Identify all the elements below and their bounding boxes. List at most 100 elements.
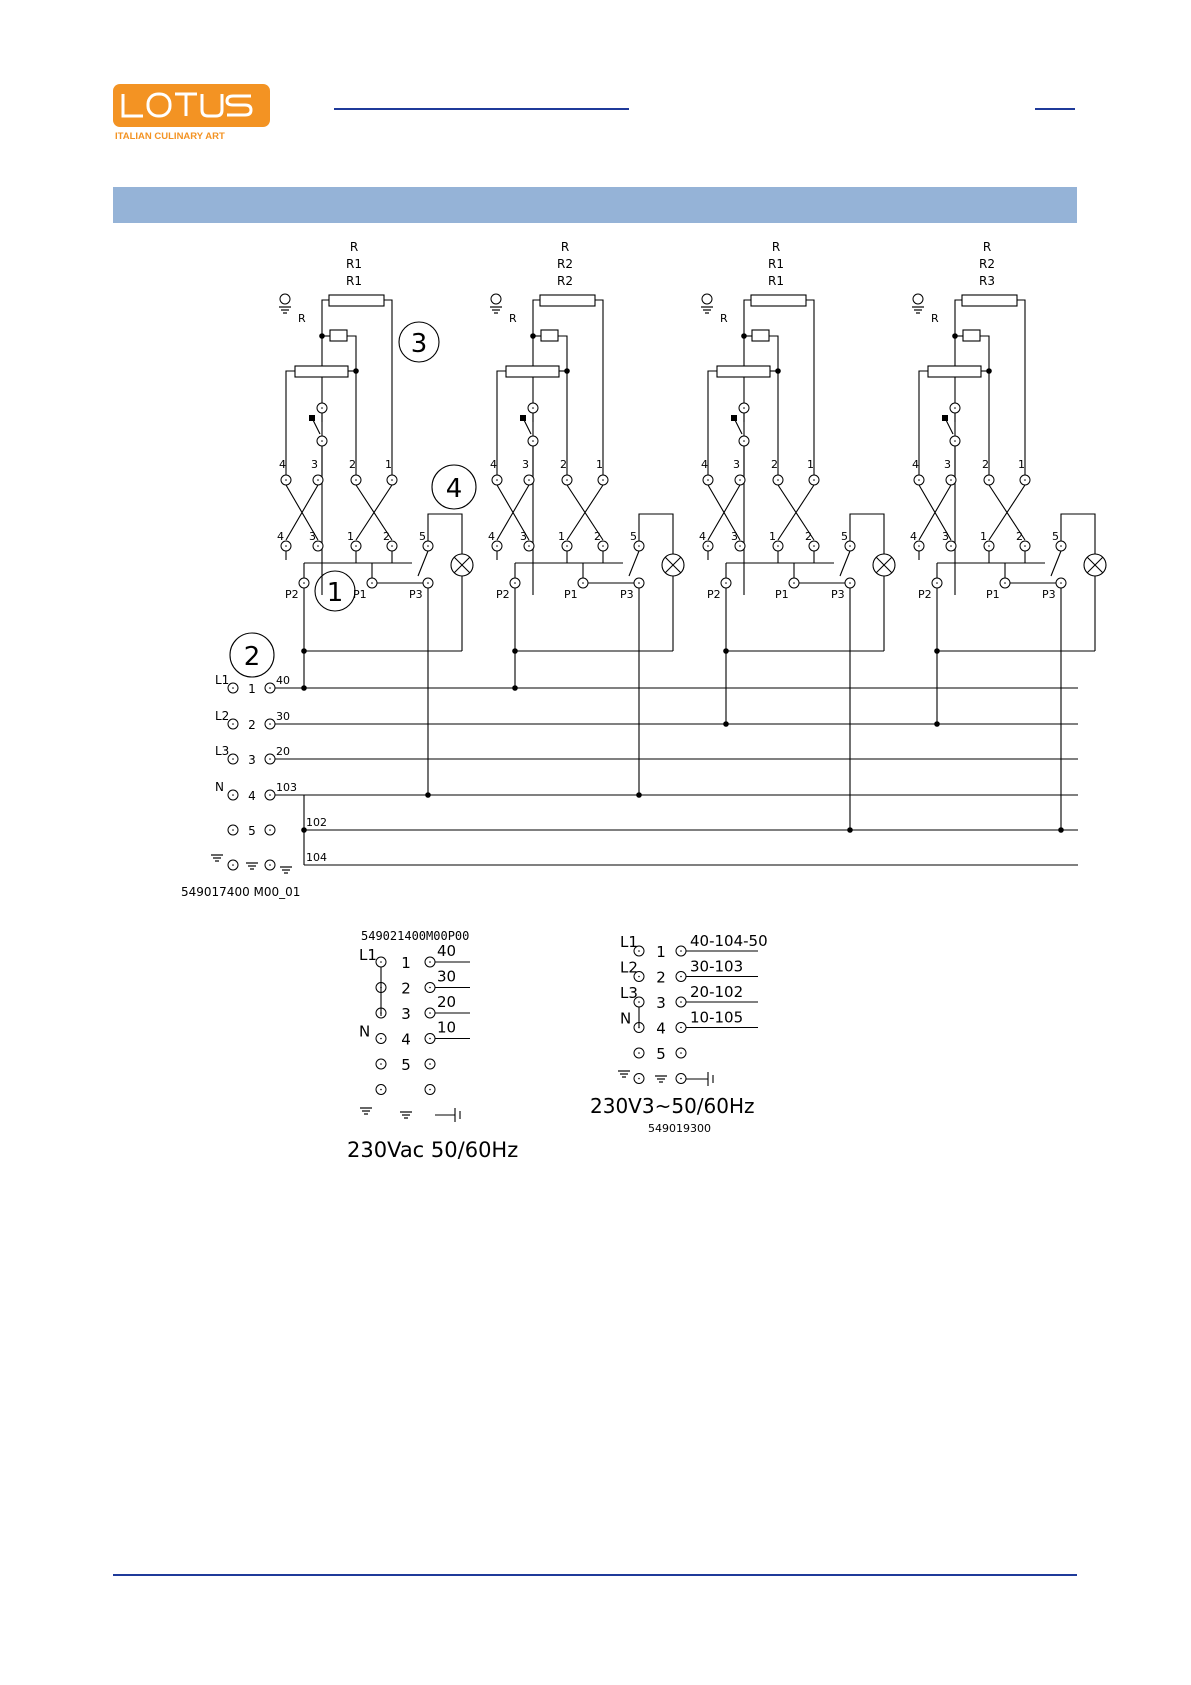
thermostat-terminal [316, 435, 328, 447]
pin-label: 5 [841, 530, 848, 543]
pin-label: 3 [309, 530, 316, 543]
terminal [375, 1084, 387, 1095]
pin-label: 4 [277, 530, 284, 543]
terminal [675, 1022, 687, 1033]
wire-number: 10-105 [690, 1009, 743, 1027]
thermostat-terminal [316, 402, 328, 414]
switch-bottom-terminal [491, 540, 503, 552]
pin-label: 2 [805, 530, 812, 543]
junction-dot [775, 368, 781, 374]
wire [558, 335, 568, 475]
thermostat-terminal [738, 402, 750, 414]
wire [453, 556, 471, 574]
resistor-label: R1 [346, 274, 362, 288]
wire-number: 40-104-50 [690, 932, 768, 950]
wire [875, 556, 893, 574]
switch-p-terminal [931, 577, 943, 589]
ground-label: R [931, 312, 939, 325]
switch-bottom-terminal [422, 540, 434, 552]
terminal-number: 5 [401, 1056, 411, 1074]
wire-number: 20 [276, 745, 290, 758]
terminal [227, 789, 239, 801]
thermostat-icon [520, 415, 526, 421]
junction-dot [353, 368, 359, 374]
resistor-icon [927, 365, 982, 378]
wire [496, 370, 506, 475]
pin-label: 5 [1052, 530, 1059, 543]
pin-label: 1 [980, 530, 987, 543]
pin-label: 1 [385, 458, 392, 471]
wire [954, 299, 962, 595]
terminal [424, 1058, 436, 1070]
wire-number: 104 [306, 851, 327, 864]
ground-icon [489, 306, 503, 314]
resistor-icon [329, 329, 348, 342]
switch-p-terminal [633, 577, 645, 589]
junction-dot [986, 368, 992, 374]
resistor-icon [328, 294, 385, 307]
switch-bottom-terminal [983, 540, 995, 552]
switch-p-terminal [298, 577, 310, 589]
ground-icon [210, 854, 224, 862]
wire [566, 484, 604, 541]
header-link[interactable] [334, 108, 629, 110]
switch-bottom-terminal [561, 540, 573, 552]
switch-bottom-terminal [945, 540, 957, 552]
resistor-icon [540, 329, 559, 342]
wire [743, 299, 751, 595]
terminal [424, 1033, 436, 1044]
ground-terminal-icon [279, 293, 291, 305]
terminal [264, 753, 276, 765]
ground-label: R [298, 312, 306, 325]
switch-p-terminal [509, 577, 521, 589]
wire-number: 103 [276, 781, 297, 794]
wire [1086, 556, 1104, 574]
switch-bottom-terminal [772, 540, 784, 552]
switch-top-terminal [808, 474, 820, 486]
resistor-label: R [983, 240, 991, 254]
pin-label: P2 [707, 588, 721, 601]
wire [638, 513, 674, 554]
phase-label: N [215, 780, 224, 794]
switch-top-terminal [386, 474, 398, 486]
thermostat-terminal [527, 435, 539, 447]
block-code: 549019300 [648, 1122, 711, 1135]
switch-top-terminal [561, 474, 573, 486]
pin-label: P1 [775, 588, 789, 601]
terminal [227, 753, 239, 765]
pin-label: P3 [409, 588, 423, 601]
block-code: 549021400M00P00 [361, 929, 469, 943]
pin-label: P1 [986, 588, 1000, 601]
switch-p-terminal [422, 577, 434, 589]
header-page-link[interactable] [1035, 108, 1075, 110]
terminal-number: 1 [656, 943, 666, 961]
ground-icon [359, 1107, 373, 1115]
thermostat-terminal [527, 402, 539, 414]
terminal-number: 2 [401, 980, 411, 998]
wire [285, 484, 319, 541]
phase-label: N [620, 1010, 631, 1028]
callout-circle [431, 464, 477, 510]
pin-label: 3 [520, 530, 527, 543]
pin-label: 4 [488, 530, 495, 543]
junction-dot [530, 333, 536, 339]
phase-label: L1 [215, 673, 229, 687]
phase-label: N [359, 1023, 370, 1041]
section-bar [113, 187, 1077, 223]
phase-label: L3 [620, 984, 638, 1002]
resistor-label: R3 [979, 274, 995, 288]
switch-bottom-terminal [633, 540, 645, 552]
terminal [633, 1073, 645, 1084]
terminal [227, 859, 239, 871]
junction-dot [952, 333, 958, 339]
pin-label: 1 [1018, 458, 1025, 471]
lotus-logo: ITALIAN CULINARY ART [113, 84, 270, 142]
terminal-number: 1 [248, 682, 256, 696]
switch-top-terminal [702, 474, 714, 486]
wire [707, 484, 741, 541]
wire-number: 30-103 [690, 958, 743, 976]
resistor-label: R2 [557, 257, 573, 271]
pin-label: 5 [630, 530, 637, 543]
wire [777, 484, 815, 541]
